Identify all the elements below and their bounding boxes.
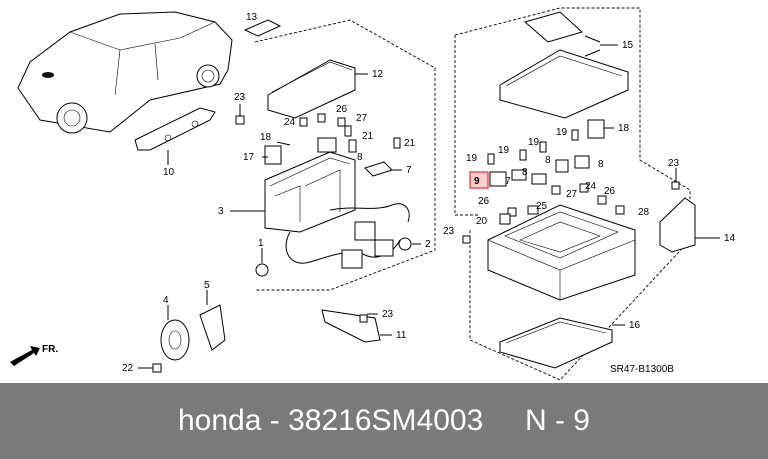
- svg-text:24: 24: [284, 117, 296, 128]
- cover-15: 15: [499, 11, 634, 119]
- svg-text:23: 23: [234, 92, 246, 103]
- svg-text:14: 14: [724, 233, 736, 244]
- svg-text:26: 26: [336, 104, 348, 115]
- svg-text:2: 2: [425, 239, 431, 250]
- svg-text:12: 12: [372, 69, 384, 80]
- svg-text:18: 18: [618, 123, 630, 134]
- harness: [285, 203, 410, 269]
- svg-text:24: 24: [585, 181, 597, 192]
- svg-text:19: 19: [528, 137, 540, 148]
- svg-text:8: 8: [522, 167, 528, 178]
- relays-17-18: 18 17: [243, 132, 337, 165]
- svg-text:17: 17: [243, 152, 255, 163]
- fuses-left: 24 26 27 21 21: [284, 104, 416, 149]
- svg-text:20: 20: [476, 216, 488, 227]
- svg-text:8: 8: [357, 152, 363, 163]
- bolt-23-box: 23: [443, 226, 471, 244]
- svg-text:26: 26: [478, 196, 490, 207]
- svg-text:23: 23: [443, 226, 455, 237]
- svg-text:28: 28: [638, 207, 650, 218]
- svg-text:11: 11: [396, 330, 407, 341]
- svg-text:7: 7: [505, 176, 511, 187]
- cover-12: 12: [267, 59, 384, 119]
- parts-7-8: 8 7: [348, 139, 412, 177]
- svg-text:4: 4: [163, 295, 169, 306]
- svg-text:15: 15: [622, 40, 634, 51]
- highlight-box: [469, 171, 489, 189]
- left-group-outline: [254, 19, 436, 291]
- svg-text:21: 21: [404, 138, 416, 149]
- svg-text:5: 5: [204, 280, 210, 291]
- svg-text:21: 21: [362, 131, 374, 142]
- bracket-5: 5: [199, 280, 226, 351]
- svg-text:25: 25: [536, 201, 548, 212]
- brand: honda: [178, 404, 262, 437]
- svg-text:27: 27: [566, 189, 578, 200]
- cover-16: 16: [499, 317, 641, 369]
- svg-text:23: 23: [668, 158, 680, 169]
- ref-number: N - 9: [524, 404, 590, 437]
- fuses-19: 19 19 19 19: [466, 127, 579, 165]
- fuse-box-body: [487, 204, 636, 301]
- svg-text:18: 18: [260, 132, 272, 143]
- right-group-outline: [454, 7, 691, 381]
- svg-text:16: 16: [629, 320, 641, 331]
- bolt-23-right: 23: [668, 158, 680, 190]
- label-13: 13: [243, 12, 282, 37]
- svg-text:27: 27: [356, 113, 368, 124]
- part-caption: honda - 38216SM4003 N - 9: [0, 383, 768, 459]
- parts-diagram: 10 23 13 12 24 26 27 21 21 18: [10, 7, 736, 381]
- part-number: 38216SM4003: [288, 404, 484, 437]
- bracket-10: 10: [134, 107, 216, 178]
- svg-text:13: 13: [246, 12, 258, 23]
- part-9-highlight: 9: [469, 171, 507, 189]
- svg-text:8: 8: [598, 159, 604, 170]
- svg-text:7: 7: [406, 165, 412, 176]
- diagram-code: SR47-B1300B: [610, 364, 674, 375]
- relay-18-right: 18: [587, 119, 630, 139]
- svg-text:8: 8: [545, 155, 551, 166]
- svg-text:19: 19: [466, 153, 478, 164]
- svg-text:22: 22: [122, 363, 134, 374]
- direction-label: FR.: [42, 344, 58, 355]
- fuses-right: 7 8 8 8 27 24 26 28 26 25 20: [476, 155, 650, 227]
- car-illustration: [17, 11, 233, 134]
- svg-text:23: 23: [382, 309, 394, 320]
- bracket-11: 11 23: [321, 309, 407, 343]
- horn-4: 4: [160, 295, 190, 361]
- clip-2: 2: [398, 237, 431, 251]
- bracket-14: 14: [659, 197, 736, 253]
- bolt-22: 22: [122, 363, 162, 374]
- callout-10: 10: [163, 167, 175, 178]
- svg-text:3: 3: [218, 206, 224, 217]
- svg-text:9: 9: [474, 176, 480, 187]
- bolt-23-a: 23: [234, 92, 246, 125]
- svg-text:19: 19: [556, 127, 568, 138]
- clip-1: 1: [255, 238, 269, 277]
- front-arrow-icon: FR.: [10, 344, 58, 366]
- svg-text:1: 1: [258, 238, 264, 249]
- fuse-box-3: 3: [218, 151, 356, 233]
- svg-text:19: 19: [498, 145, 510, 156]
- svg-text:26: 26: [604, 186, 616, 197]
